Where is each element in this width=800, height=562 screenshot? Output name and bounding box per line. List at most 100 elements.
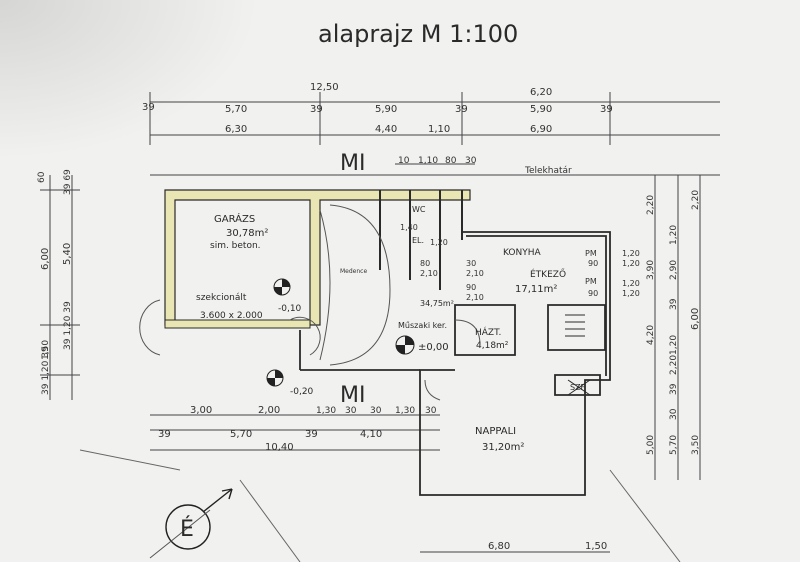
small-dim-8: 1,20 <box>430 238 448 247</box>
room-el: EL. <box>412 236 424 245</box>
small-dim-7: 1,40 <box>400 223 418 232</box>
dim-bot2-1: 39 <box>158 429 171 440</box>
dim-top-4: 5,90 <box>375 104 397 115</box>
dim-right-7: 2,20 <box>691 190 701 210</box>
dim-right-12: 1,20 <box>669 335 679 355</box>
room-garage-area: 30,78m² <box>226 228 268 239</box>
dim-right-9: 2,90 <box>669 260 679 280</box>
dim-total-2: 6,20 <box>530 87 552 98</box>
dim-bot-4: 30 <box>345 406 357 416</box>
window-size-2b: 1,20 <box>622 289 640 298</box>
small-dim-5: 80 <box>420 259 430 268</box>
room-living-area: 31,20m² <box>482 442 524 453</box>
north-arrow <box>149 488 233 559</box>
dim-right-6: 6,00 <box>690 308 701 330</box>
room-living-name: NAPPALI <box>475 426 516 437</box>
level-mark-garage <box>273 278 291 296</box>
dim-row2-3: 1,10 <box>428 124 450 135</box>
window-code-2: PM <box>585 277 597 286</box>
dim-right-15: 3,50 <box>691 435 701 455</box>
room-dining-name: ÉTKEZŐ <box>530 268 566 280</box>
dim-row3-1: 10 <box>398 156 410 166</box>
right-dimension-lines <box>654 175 701 480</box>
level-entry: ±0,00 <box>418 342 449 353</box>
dim-left-2: 39 69 <box>63 169 73 195</box>
dim-bot-3: 1,30 <box>316 406 336 416</box>
scan-shadow <box>0 0 260 160</box>
dim-bot3-2: 1,50 <box>585 541 607 552</box>
door-swings <box>424 319 481 401</box>
dim-right-2: 3,90 <box>646 260 656 280</box>
window-size-2a: 1,20 <box>622 279 640 288</box>
dim-top-7: 39 <box>600 104 613 115</box>
dim-bot2-2: 5,70 <box>230 429 252 440</box>
bottom-dimension-lines <box>150 414 610 553</box>
level-garage: -0,10 <box>278 304 302 314</box>
dim-top-2: 5,70 <box>225 104 247 115</box>
room-pool: Medence <box>340 268 367 275</box>
dim-bot3-1: 6,80 <box>488 541 510 552</box>
dim-right-11: 2,20 <box>669 355 679 375</box>
room-wc: WC <box>412 205 426 214</box>
room-pantry-area: 4,18m² <box>476 341 509 351</box>
level-mark-entry <box>395 335 415 355</box>
dim-bot-1: 3,00 <box>190 405 212 416</box>
window-size-3a: 90 <box>588 259 598 268</box>
left-dimension-lines <box>40 175 80 400</box>
room-entry-name: Műszaki ker. <box>398 321 447 330</box>
dim-row2-4: 6,90 <box>530 124 552 135</box>
house-outline <box>299 231 611 496</box>
window-size-1a: 1,20 <box>622 249 640 258</box>
dim-right-8: 1,20 <box>669 225 679 245</box>
dim-right-4: 5,00 <box>646 435 656 455</box>
dim-top-3: 39 <box>310 104 323 115</box>
dim-left-6: 39 1,20 39 <box>63 301 73 350</box>
dim-top-6: 5,90 <box>530 104 552 115</box>
dim-right-5: 39 <box>669 298 679 310</box>
dim-bot-2: 2,00 <box>258 405 280 416</box>
dim-right-1: 2,20 <box>646 195 656 215</box>
room-garage-note: sim. beton. <box>210 241 261 251</box>
dim-left-4: 5,40 <box>62 243 73 265</box>
level-terrace: -0,20 <box>290 387 314 397</box>
dim-left-7: 39 1,20 39 <box>41 346 51 395</box>
stairs <box>565 314 591 396</box>
garage-door-name: szekcionált <box>196 293 247 303</box>
small-dim-2: 2,10 <box>466 269 484 278</box>
dim-left-1: 60 <box>37 171 47 183</box>
dim-right-10: 39 <box>669 383 679 395</box>
north-letter: É <box>180 516 194 542</box>
dim-top-5: 39 <box>455 104 468 115</box>
dim-bot-7: 30 <box>425 406 437 416</box>
pool <box>139 204 391 366</box>
small-dim-3: 90 <box>466 283 476 292</box>
room-garage-name: GARÁZS <box>214 212 255 225</box>
top-dimension-lines <box>149 92 720 176</box>
dim-right-14: 5,70 <box>669 435 679 455</box>
room-dining-area: 17,11m² <box>515 284 557 295</box>
section-mark-lower: MI <box>340 383 365 408</box>
dim-bot2-3: 39 <box>305 429 318 440</box>
window-size-1b: 1,20 <box>622 259 640 268</box>
small-dim-6: 2,10 <box>420 269 438 278</box>
lot-lines <box>79 449 681 562</box>
dim-left-5: 1,50 <box>41 340 51 360</box>
room-entry-area: 34,75m² <box>420 299 454 308</box>
property-line-label: Telekhatár <box>524 166 572 176</box>
dim-row2-2: 4,40 <box>375 124 397 135</box>
dim-right-13: 30 <box>669 408 679 420</box>
dim-bot-6: 1,30 <box>395 406 415 416</box>
room-kitchen: KONYHA <box>503 248 541 258</box>
window-code-1: PM <box>585 249 597 258</box>
dim-total-1: 12,50 <box>310 82 339 93</box>
dim-row3-4: 30 <box>465 156 477 166</box>
room-szf: SZF <box>570 383 586 392</box>
dim-row2-1: 6,30 <box>225 124 247 135</box>
dim-right-3: 4,20 <box>646 325 656 345</box>
small-dim-4: 2,10 <box>466 293 484 302</box>
dim-bot-5: 30 <box>370 406 382 416</box>
dim-top-1: 39 <box>142 102 155 113</box>
dim-bot2-4: 4,10 <box>360 429 382 440</box>
small-dim-1: 30 <box>466 259 476 268</box>
